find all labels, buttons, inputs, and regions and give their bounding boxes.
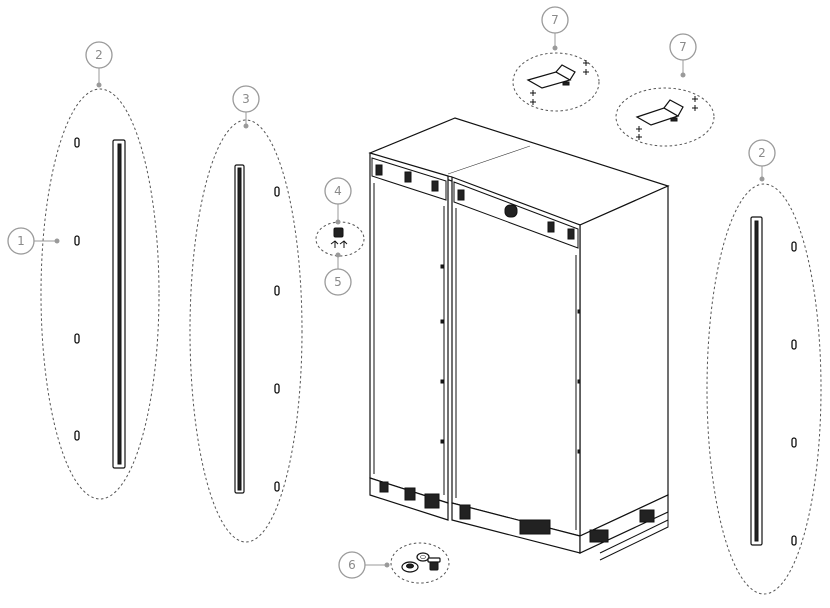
refrigerator-cabinet — [368, 117, 670, 561]
mount-clip — [74, 235, 80, 246]
mount-clip — [74, 333, 80, 344]
callout-label: 6 — [348, 558, 356, 572]
callout-label: 7 — [551, 13, 559, 27]
left-trim-group — [40, 88, 160, 500]
right-trim-group — [706, 183, 822, 595]
plug-part — [333, 227, 344, 238]
center-trim-group — [189, 119, 303, 543]
leader-lines — [34, 33, 765, 568]
callout-label: 5 — [334, 275, 342, 289]
callout-5: 5 — [324, 268, 352, 296]
callout-label: 1 — [17, 234, 25, 248]
callout-4: 4 — [324, 177, 352, 205]
callout-2-right: 2 — [748, 139, 776, 167]
callout-7-right: 7 — [669, 33, 697, 61]
mount-clip — [74, 430, 80, 441]
callout-7-left: 7 — [541, 6, 569, 34]
cabinet-side — [579, 185, 669, 537]
callout-label: 4 — [334, 184, 342, 198]
callout-label: 2 — [95, 48, 103, 62]
callout-2-left: 2 — [85, 41, 113, 69]
right-door — [451, 176, 581, 537]
callout-3: 3 — [232, 85, 260, 113]
callout-1: 1 — [7, 227, 35, 255]
callout-label: 3 — [242, 92, 250, 106]
callout-label: 7 — [679, 40, 687, 54]
callout-6: 6 — [338, 551, 366, 579]
bottom-hardware-group — [390, 542, 450, 584]
callout-label: 2 — [758, 146, 766, 160]
bracket-group-left — [512, 52, 600, 112]
bracket-group-right — [615, 87, 715, 147]
left-door — [369, 152, 449, 504]
small-hardware-group — [315, 221, 365, 257]
mount-clip — [74, 137, 80, 148]
